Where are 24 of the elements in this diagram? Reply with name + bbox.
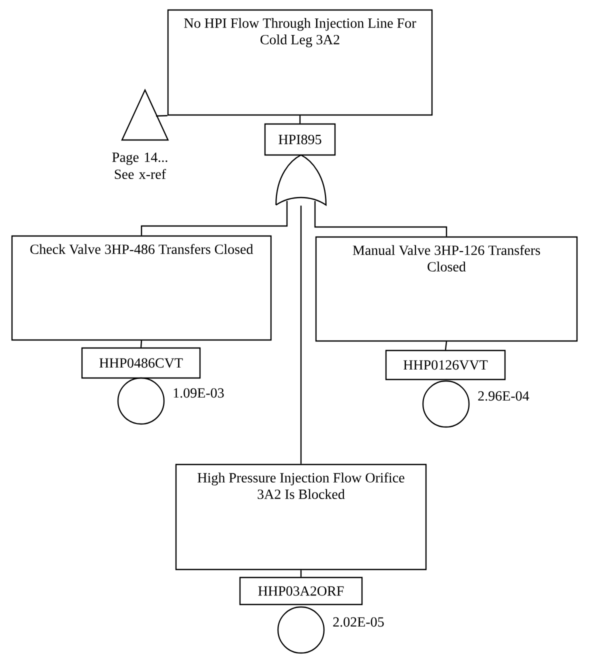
gate-label-box: HHP0486CVT — [81, 347, 201, 379]
connector-line — [299, 116, 301, 124]
basic-event-circle — [277, 606, 325, 654]
connector-line — [140, 340, 142, 348]
basic-event-circle — [422, 380, 470, 428]
gate-label-box: HPI895 — [264, 123, 336, 156]
basic-event-circle — [117, 377, 165, 425]
reference-note: Page 14... See x-ref — [112, 152, 168, 179]
probability-value: 2.02E-05 — [333, 617, 384, 627]
probability-value: 1.09E-03 — [174, 388, 224, 398]
gate-label-box: HHP03A2ORF — [239, 576, 363, 606]
probability-value: 2.96E-04 — [478, 391, 530, 401]
event-box: Manual Valve 3HP-126 Transfers Closed — [315, 236, 578, 342]
event-box: Check Valve 3HP-486 Transfers Closed — [11, 235, 272, 341]
connector-line — [300, 570, 302, 577]
event-box: No HPI Flow Through Injection Line For Cold Leg 3A2 — [167, 9, 433, 116]
connector-line — [444, 342, 448, 350]
connector-line — [140, 201, 288, 236]
event-box: High Pressure Injection Flow Orifice 3A2 Is Blocked — [175, 464, 427, 570]
or-gate — [275, 154, 327, 206]
connector-line — [300, 206, 302, 464]
gate-label-box: HHP0126VVT — [385, 350, 506, 380]
connector-line — [314, 201, 448, 236]
connector-line — [156, 115, 168, 117]
